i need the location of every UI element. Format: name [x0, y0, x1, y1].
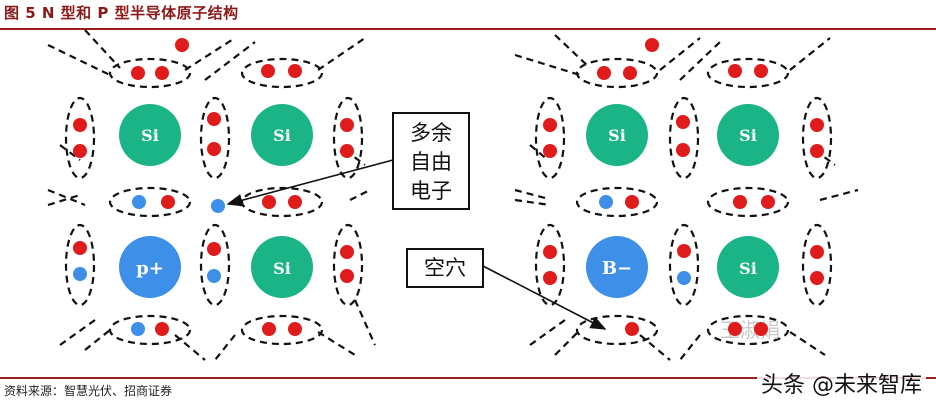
p-type-electrons [543, 38, 824, 336]
electron [761, 195, 775, 209]
si-atom [586, 104, 648, 166]
figure-title: 图 5 N 型和 P 型半导体原子结构 [4, 4, 239, 22]
callout-line-2: 自由 [410, 150, 452, 174]
si-atom [251, 104, 313, 166]
electron [340, 269, 354, 283]
electron [288, 64, 302, 78]
electron [645, 38, 659, 52]
si-atom [717, 236, 779, 298]
electron [262, 195, 276, 209]
phosphorus-atom [119, 236, 181, 298]
atom-label: B− [602, 258, 632, 279]
hole-callout: 空穴 [406, 248, 607, 330]
electron [161, 195, 175, 209]
footer-divider [0, 377, 936, 379]
atom-label: Si [273, 126, 291, 145]
p-type-bonds [534, 57, 833, 346]
electron [677, 244, 691, 258]
electron [625, 195, 639, 209]
electron [288, 195, 302, 209]
electron [207, 142, 221, 156]
electron [676, 115, 690, 129]
electron [810, 271, 824, 285]
electron [543, 271, 557, 285]
electron [261, 64, 275, 78]
electron [73, 241, 87, 255]
electron [340, 118, 354, 132]
electron [754, 64, 768, 78]
dopant-electron [131, 322, 145, 336]
callout-line-3: 电子 [410, 179, 452, 203]
atom-label: Si [608, 126, 626, 145]
electron [543, 245, 557, 259]
n-type-atoms: Si Si p+ Si [119, 104, 313, 298]
electron [155, 322, 169, 336]
electron [810, 144, 824, 158]
title-divider [0, 28, 936, 30]
free-electron [211, 199, 225, 213]
atom-label: p+ [136, 258, 164, 279]
electron [597, 66, 611, 80]
electron [73, 144, 87, 158]
free-electron-callout: 多余 自由 电子 [226, 112, 470, 210]
atom-label: Si [739, 259, 757, 278]
n-type-lattice [47, 29, 377, 361]
electron [340, 144, 354, 158]
electron [288, 322, 302, 336]
electron [207, 112, 221, 126]
boron-atom [586, 236, 648, 298]
si-atom [119, 104, 181, 166]
electron [207, 242, 221, 256]
electron [625, 322, 639, 336]
n-type-dopant-electrons [73, 195, 225, 336]
electron [543, 118, 557, 132]
dopant-electron [677, 271, 691, 285]
electron [340, 245, 354, 259]
n-type-electrons [73, 38, 354, 336]
electron [754, 322, 768, 336]
electron [810, 245, 824, 259]
dopant-electron [207, 269, 221, 283]
electron [810, 118, 824, 132]
source-note: 资料来源：智慧光伏、招商证券 [4, 384, 173, 398]
electron [262, 322, 276, 336]
electron [733, 195, 747, 209]
electron [676, 143, 690, 157]
si-atom [717, 104, 779, 166]
dopant-electron [599, 195, 613, 209]
electron [131, 66, 145, 80]
p-type-dopant-electrons [599, 195, 691, 285]
electron [543, 144, 557, 158]
electron [623, 66, 637, 80]
electron [175, 38, 189, 52]
callout-line-1: 多余 [410, 121, 452, 145]
electron [728, 322, 742, 336]
atom-label: Si [273, 259, 291, 278]
p-type-atoms: Si Si B− Si [586, 104, 779, 298]
dopant-electron [73, 267, 87, 281]
atom-label: Si [141, 126, 159, 145]
corner-watermark: 头条 @未来智库 [757, 367, 926, 399]
electron [728, 64, 742, 78]
dopant-electron [132, 195, 146, 209]
atom-label: Si [739, 126, 757, 145]
electron [73, 118, 87, 132]
p-type-lattice [514, 34, 859, 361]
callout-hole-label: 空穴 [424, 256, 466, 280]
si-atom [251, 236, 313, 298]
electron [155, 66, 169, 80]
